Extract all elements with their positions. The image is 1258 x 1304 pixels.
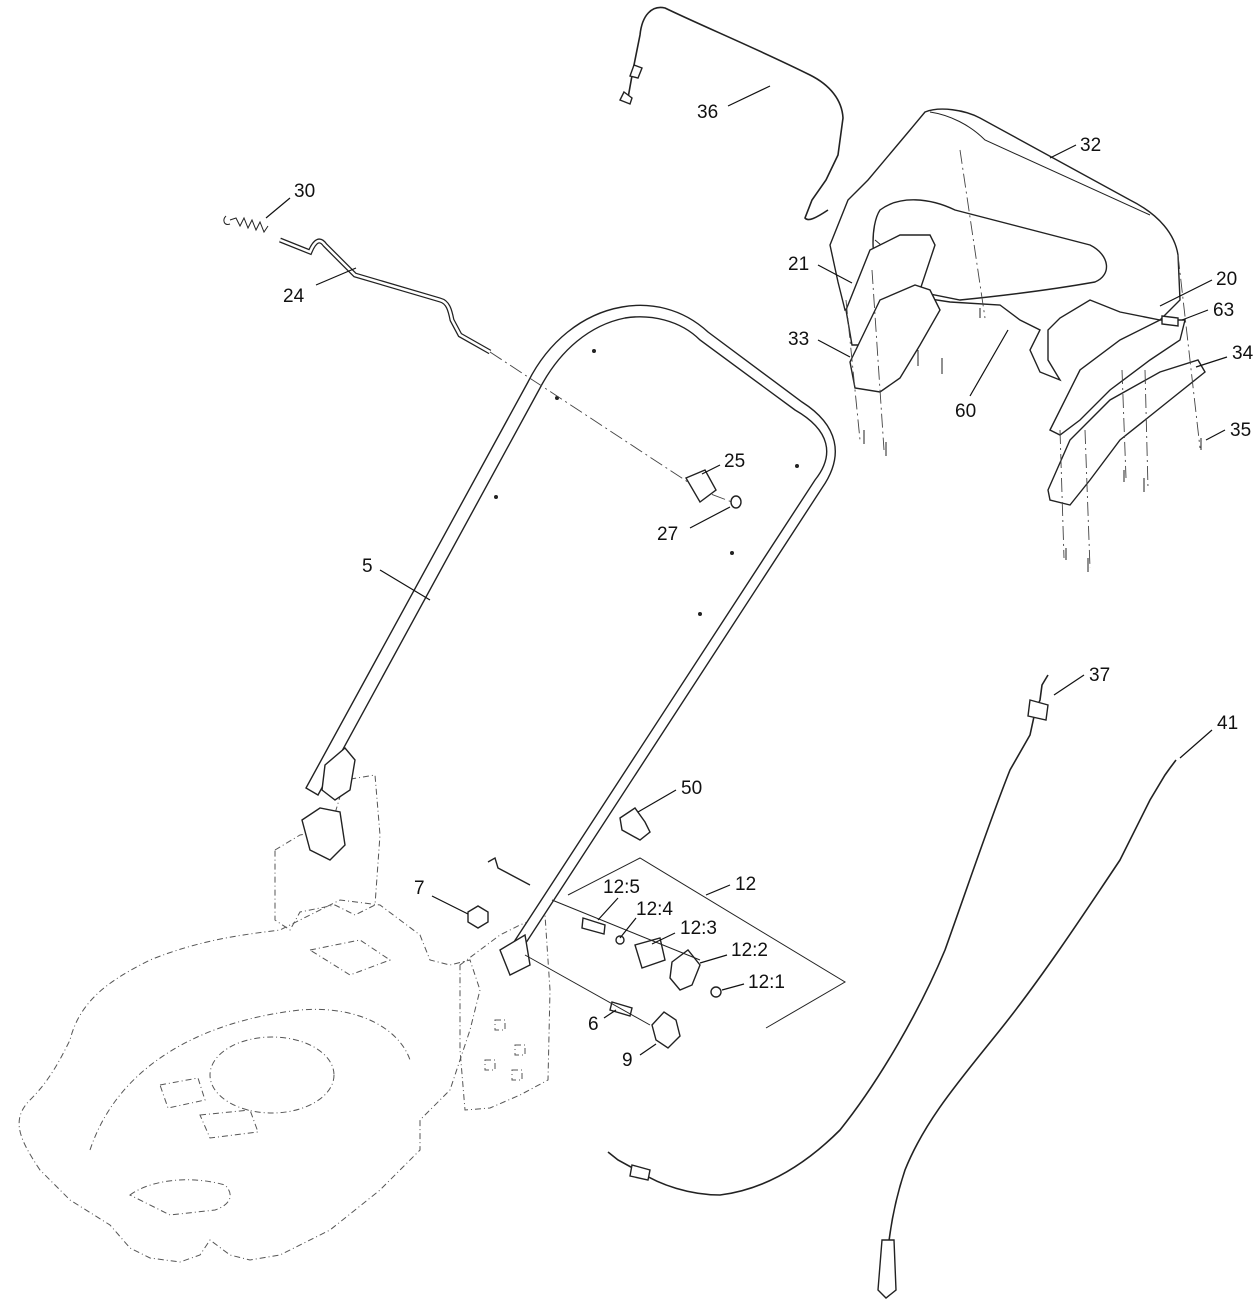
callout-label: 34 bbox=[1232, 343, 1254, 364]
callout-34: 34 bbox=[1195, 343, 1254, 368]
callout-label: 50 bbox=[681, 778, 702, 799]
callout-20: 20 bbox=[1159, 269, 1237, 307]
callout-30: 30 bbox=[265, 181, 315, 219]
control-housing bbox=[829, 108, 1206, 569]
callout-label: 63 bbox=[1213, 300, 1234, 321]
callout-label: 33 bbox=[788, 329, 809, 350]
drive-cable bbox=[607, 674, 1049, 1196]
callout-label: 7 bbox=[414, 878, 425, 899]
callout-label: 60 bbox=[955, 401, 976, 422]
bolt bbox=[487, 856, 531, 886]
spring bbox=[223, 215, 269, 234]
callout-label: 5 bbox=[362, 556, 373, 577]
callout-60: 60 bbox=[955, 329, 1009, 422]
callout-36: 36 bbox=[697, 85, 771, 123]
callout-6: 6 bbox=[588, 1009, 617, 1035]
callout-35: 35 bbox=[1205, 420, 1251, 441]
callout-24: 24 bbox=[283, 267, 357, 307]
callout-label: 12:2 bbox=[731, 940, 768, 961]
callout-label: 25 bbox=[724, 451, 745, 472]
callout-9: 9 bbox=[622, 1043, 657, 1071]
callout-41: 41 bbox=[1179, 713, 1238, 759]
callout-12-1: 12:1 bbox=[721, 972, 785, 993]
callout-33: 33 bbox=[788, 329, 851, 358]
callout-25: 25 bbox=[701, 451, 745, 475]
callout-label: 30 bbox=[294, 181, 315, 202]
callout-label: 27 bbox=[657, 524, 678, 545]
callout-label: 32 bbox=[1080, 135, 1101, 156]
callout-label: 36 bbox=[697, 102, 718, 123]
callout-label: 12 bbox=[735, 874, 756, 895]
nut bbox=[467, 905, 489, 929]
pin bbox=[1161, 315, 1179, 327]
callout-label: 41 bbox=[1217, 713, 1238, 734]
callout-label: 12:1 bbox=[748, 972, 785, 993]
upper-cable bbox=[619, 6, 844, 221]
callout-12-5: 12:5 bbox=[597, 877, 640, 921]
control-rod bbox=[279, 237, 492, 355]
main-handle bbox=[301, 304, 836, 976]
callout-12-2: 12:2 bbox=[699, 940, 768, 964]
callout-label: 21 bbox=[788, 254, 809, 275]
callout-label: 20 bbox=[1216, 269, 1237, 290]
bushing bbox=[684, 469, 717, 504]
callout-label: 35 bbox=[1230, 420, 1251, 441]
connector bbox=[619, 807, 651, 841]
callout-63: 63 bbox=[1181, 300, 1234, 321]
callout-50: 50 bbox=[637, 778, 702, 813]
knob bbox=[524, 954, 681, 1049]
callout-12: 12 bbox=[705, 874, 756, 896]
washer bbox=[730, 495, 742, 509]
callout-label: 37 bbox=[1089, 665, 1110, 686]
cam-lever-assembly bbox=[551, 857, 846, 1029]
callout-label: 12:5 bbox=[603, 877, 640, 898]
callout-27: 27 bbox=[657, 506, 731, 545]
brake-cable bbox=[877, 759, 1177, 1299]
screws bbox=[863, 308, 1202, 572]
callout-5: 5 bbox=[362, 556, 431, 601]
callout-label: 24 bbox=[283, 286, 305, 307]
callout-label: 12:4 bbox=[636, 899, 673, 920]
callout-37: 37 bbox=[1053, 665, 1110, 696]
callout-12-3: 12:3 bbox=[651, 918, 717, 945]
callout-label: 6 bbox=[588, 1014, 599, 1035]
callout-21: 21 bbox=[788, 254, 853, 284]
callout-label: 9 bbox=[622, 1050, 633, 1071]
mower-deck bbox=[18, 774, 551, 1263]
callout-7: 7 bbox=[414, 878, 469, 915]
callout-label: 12:3 bbox=[680, 918, 717, 939]
callout-12-4: 12:4 bbox=[619, 899, 673, 939]
callout-32: 32 bbox=[1049, 135, 1101, 159]
